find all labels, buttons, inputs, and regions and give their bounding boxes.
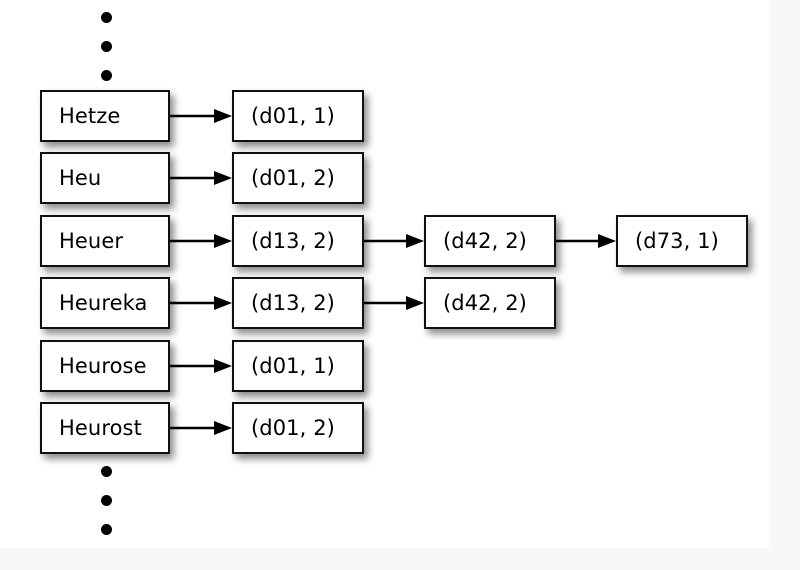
ellipsis-dot	[100, 495, 112, 506]
arrow-connector	[170, 233, 232, 249]
posting-node[interactable]: (d01, 1)	[232, 90, 364, 142]
ellipsis-dot	[100, 524, 112, 535]
term-node[interactable]: Heuer	[40, 215, 170, 267]
ellipsis-dot	[100, 466, 112, 477]
arrow-connector	[170, 108, 232, 124]
arrow-connector	[170, 170, 232, 186]
term-node[interactable]: Heureka	[40, 277, 170, 329]
ellipsis-dot	[100, 12, 112, 23]
posting-node[interactable]: (d42, 2)	[424, 215, 556, 267]
arrow-connector	[170, 295, 232, 311]
posting-node[interactable]: (d01, 1)	[232, 340, 364, 392]
vertical-ellipsis-top-icon	[97, 12, 115, 81]
term-node[interactable]: Heurose	[40, 340, 170, 392]
arrow-connector	[556, 233, 616, 249]
posting-node[interactable]: (d13, 2)	[232, 277, 364, 329]
term-node[interactable]: Heu	[40, 152, 170, 204]
arrow-connector	[364, 295, 424, 311]
posting-node[interactable]: (d13, 2)	[232, 215, 364, 267]
posting-node[interactable]: (d01, 2)	[232, 152, 364, 204]
posting-node[interactable]: (d01, 2)	[232, 402, 364, 454]
posting-node[interactable]: (d73, 1)	[616, 215, 748, 267]
posting-node[interactable]: (d42, 2)	[424, 277, 556, 329]
arrow-connector	[364, 233, 424, 249]
term-node[interactable]: Heurost	[40, 402, 170, 454]
vertical-ellipsis-bottom-icon	[97, 466, 115, 535]
ellipsis-dot	[100, 70, 112, 81]
arrow-connector	[170, 420, 232, 436]
ellipsis-dot	[100, 41, 112, 52]
arrow-connector	[170, 358, 232, 374]
term-node[interactable]: Hetze	[40, 90, 170, 142]
